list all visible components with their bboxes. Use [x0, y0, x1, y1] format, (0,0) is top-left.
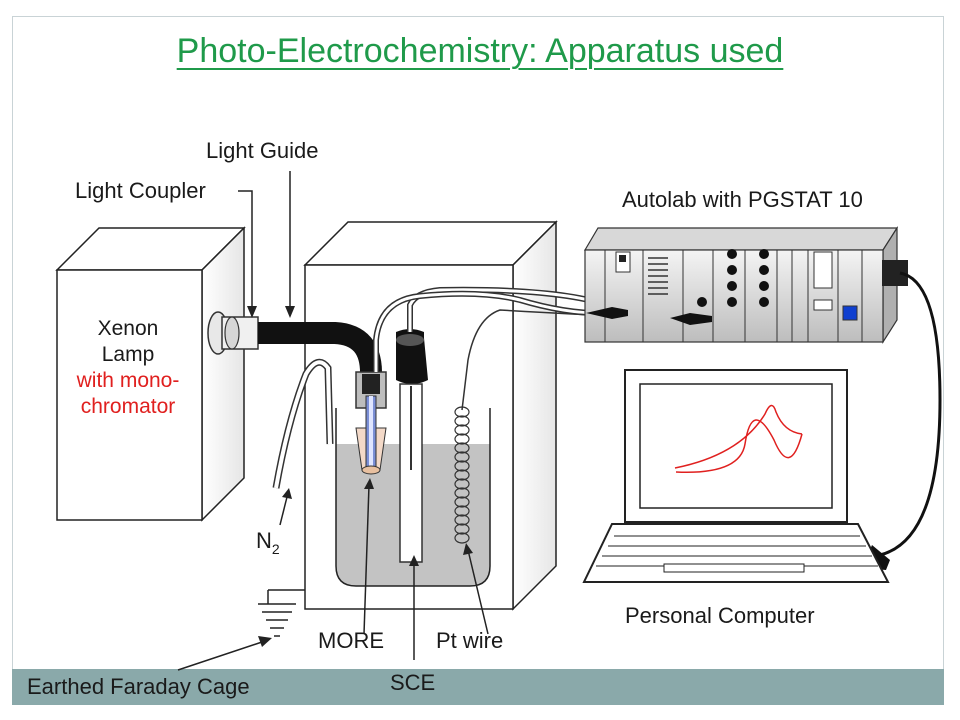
n2-label: N2 — [256, 528, 280, 557]
xenon-line-2: Lamp — [101, 343, 155, 366]
leader-lines — [177, 171, 489, 671]
arrowheads — [247, 306, 473, 647]
xenon-lamp-label: Xenon Lamp with mono- chromator — [58, 316, 198, 420]
xenon-line-4: chromator — [80, 395, 176, 418]
earthed-faraday-cage-label: Earthed Faraday Cage — [27, 674, 250, 699]
ground-symbol — [258, 589, 305, 637]
n2-main: N — [256, 528, 272, 553]
cable-autolab-computer — [879, 271, 942, 557]
n2-subscript: 2 — [271, 541, 280, 557]
xenon-line-1: Xenon — [97, 317, 159, 340]
xenon-line-3: with mono- — [76, 369, 180, 392]
light-coupler — [207, 311, 259, 355]
light-guide-hose — [258, 322, 382, 376]
sce-label: SCE — [390, 670, 436, 695]
autolab-instrument — [583, 225, 908, 345]
bottom-band — [12, 669, 944, 705]
n2-tube — [272, 358, 334, 489]
light-guide-label: Light Guide — [206, 138, 319, 163]
more-electrode — [355, 371, 387, 475]
cv-trace — [674, 404, 803, 474]
autolab-label: Autolab with PGSTAT 10 — [622, 187, 863, 212]
more-label: MORE — [318, 628, 384, 653]
sce-electrode — [396, 329, 428, 563]
light-coupler-label: Light Coupler — [75, 178, 206, 203]
xenon-lamp-box — [55, 226, 246, 522]
pt-wire-coil — [454, 406, 470, 544]
pt-wire-label: Pt wire — [436, 628, 504, 653]
page-title: Photo-Electrochemistry: Apparatus used — [176, 32, 784, 70]
personal-computer-label: Personal Computer — [625, 603, 815, 628]
personal-computer — [582, 369, 890, 583]
